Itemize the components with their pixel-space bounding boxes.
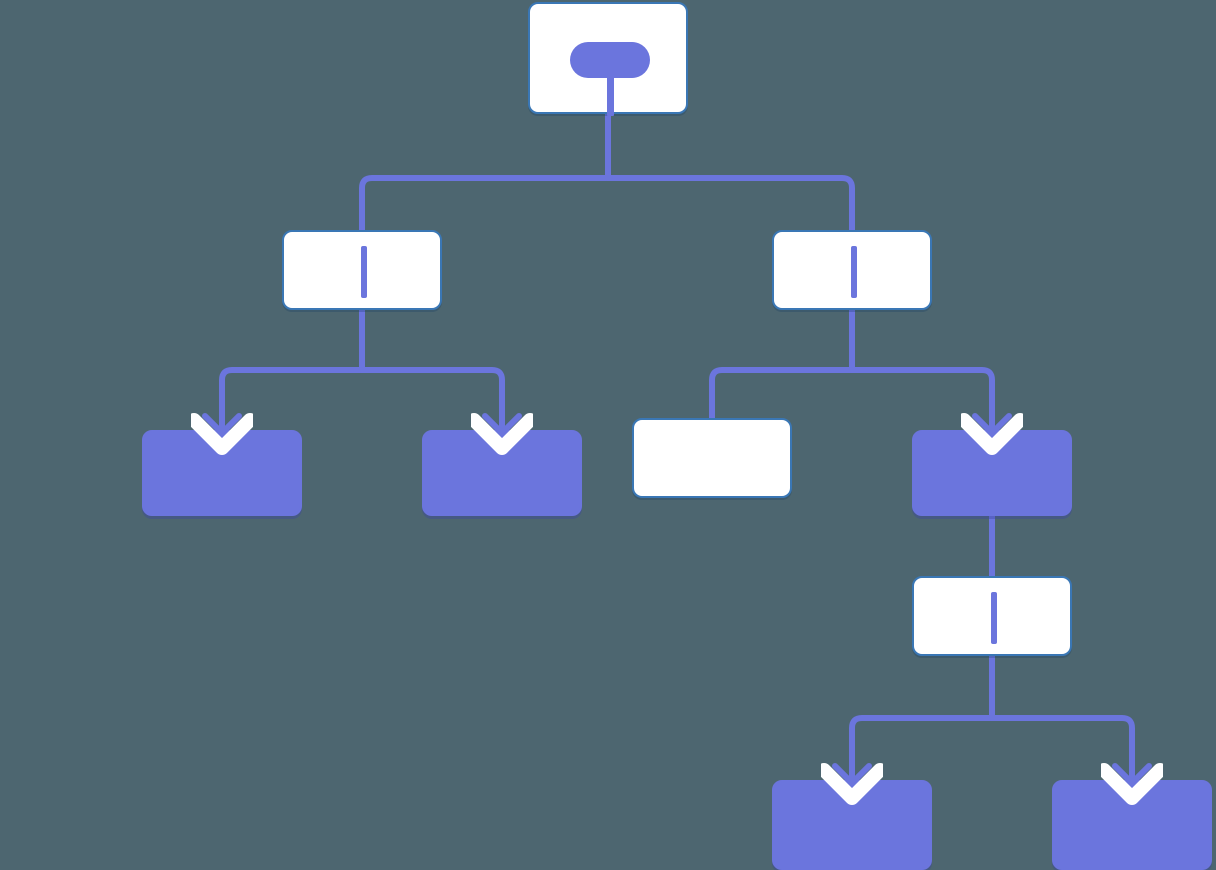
tree-node-branch[interactable]: [528, 2, 688, 116]
tree-node-branch[interactable]: [282, 230, 442, 310]
node-vertical-bar-icon: [991, 592, 997, 644]
tree-node-leaf[interactable]: [772, 780, 932, 870]
tree-node-branch[interactable]: [912, 576, 1072, 656]
tree-node-leaf[interactable]: [912, 430, 1072, 516]
tree-edge: [709, 307, 855, 421]
tree-edge: [989, 653, 1135, 785]
node-pill-icon: [570, 42, 650, 78]
tree-edge: [849, 307, 995, 435]
tree-node-leaf[interactable]: [142, 430, 302, 516]
node-vertical-bar-icon: [851, 246, 857, 298]
tree-edge: [605, 111, 855, 233]
tree-edge: [849, 653, 995, 785]
node-stem-icon: [606, 74, 614, 116]
tree-edge: [219, 307, 365, 435]
tree-node-branch[interactable]: [772, 230, 932, 310]
tree-edge: [359, 111, 612, 233]
node-vertical-bar-icon: [361, 246, 367, 298]
tree-node-leaf[interactable]: [422, 430, 582, 516]
tree-edge: [359, 307, 505, 435]
tree-node-branch[interactable]: [632, 418, 792, 498]
tree-node-leaf[interactable]: [1052, 780, 1212, 870]
